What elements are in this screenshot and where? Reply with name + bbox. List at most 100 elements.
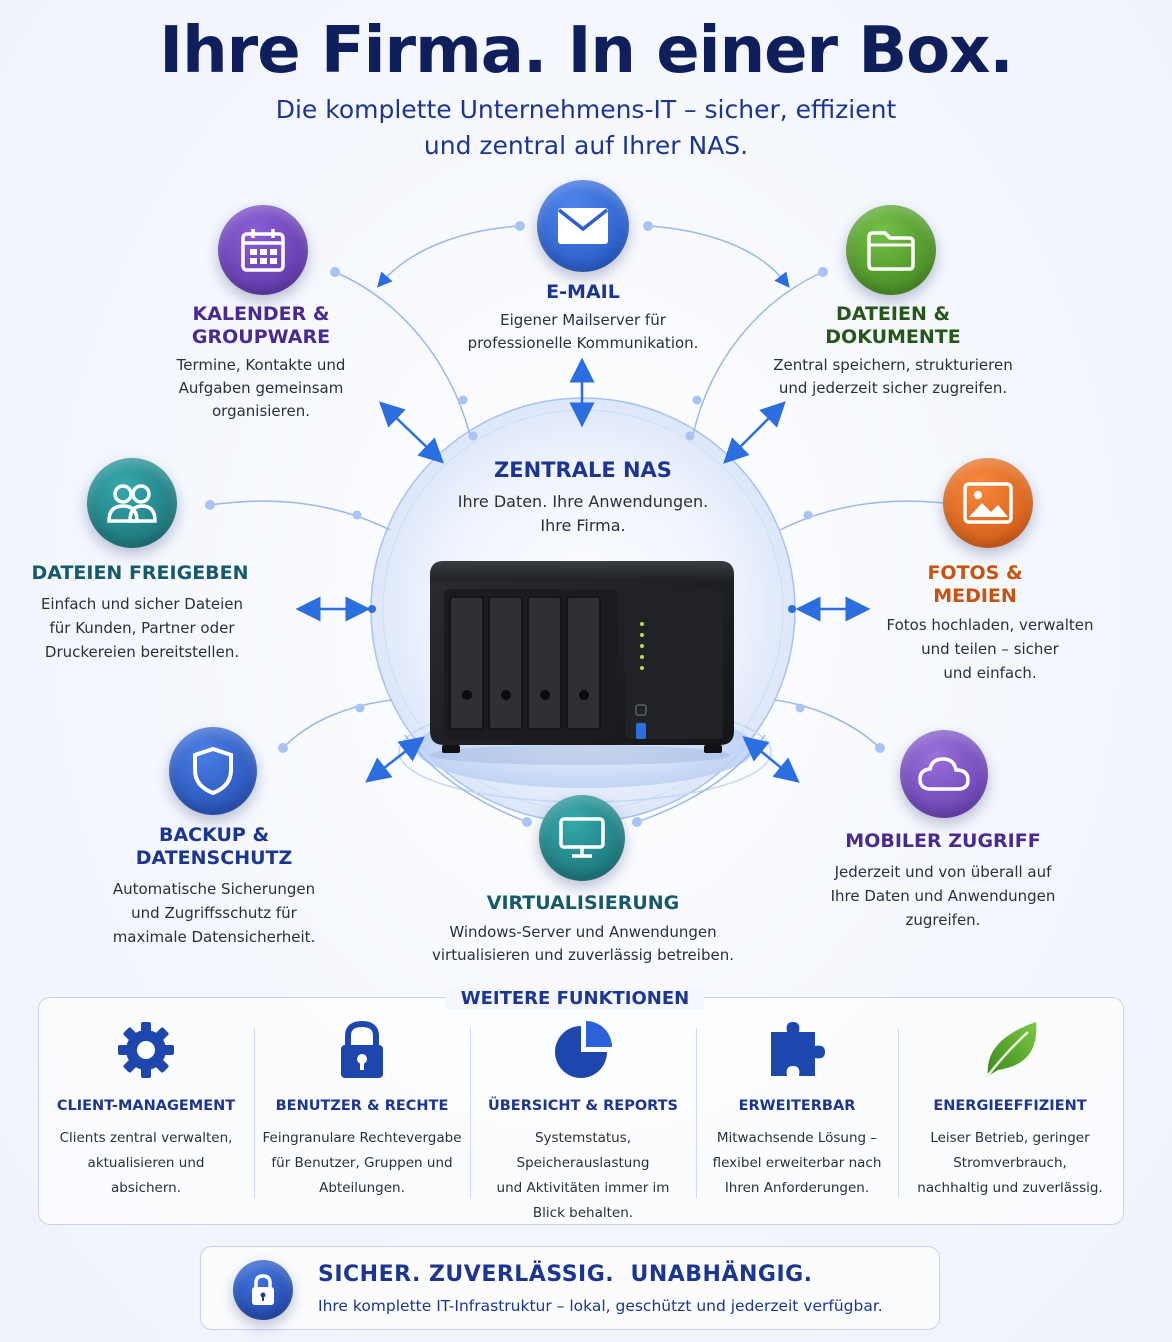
page-title: Ihre Firma. In einer Box. <box>159 14 1013 88</box>
weitere-item-title: BENUTZER & RECHTE <box>275 1098 449 1114</box>
email-title: E-MAIL <box>546 281 620 303</box>
weitere-item-title: ERWEITERBAR <box>738 1098 856 1114</box>
weitere-desc-line: Ihren Anforderungen. <box>724 1180 870 1196</box>
weitere-item-desc: Leiser Betrieb, geringer Stromverbrauch,… <box>899 1126 1121 1201</box>
backup-title-line-2: DATENSCHUTZ <box>135 847 293 869</box>
share-desc: Einfach und sicher Dateien für Kunden, P… <box>22 592 262 664</box>
weitere-item-title: ENERGIEEFFIZIENT <box>933 1098 1087 1114</box>
center-desc-line-2: Ihre Firma. <box>540 516 626 535</box>
weitere-desc-line: Leiser Betrieb, geringer <box>930 1130 1090 1146</box>
puzzle-icon <box>771 1022 825 1076</box>
footer-desc: Ihre komplette IT-Infrastruktur – lokal,… <box>318 1297 883 1315</box>
weitere-desc-line: Blick behalten. <box>532 1205 634 1221</box>
column-divider <box>696 1028 697 1198</box>
email-feature-icon <box>537 180 629 272</box>
photos-desc-line-3: und einfach. <box>943 664 1037 682</box>
calendar-title: KALENDER & GROUPWARE <box>151 303 371 349</box>
share-title: DATEIEN FREIGEBEN <box>31 562 249 584</box>
mobile-desc-line-2: Ihre Daten und Anwendungen <box>830 887 1056 905</box>
share-feature-icon <box>87 458 177 548</box>
footer-lock-badge <box>233 1260 293 1320</box>
weitere-item-desc: Systemstatus, Speicherauslastung und Akt… <box>471 1126 695 1226</box>
photos-desc: Fotos hochladen, verwalten und teilen – … <box>865 613 1115 685</box>
weitere-item-energieeffizient: ENERGIEEFFIZIENT Leiser Betrieb, geringe… <box>899 1018 1121 1208</box>
documents-title-line-2: DOKUMENTE <box>825 326 961 348</box>
backup-title-line-1: BACKUP & <box>158 824 270 846</box>
photos-desc-line-2: und teilen – sicher <box>921 640 1059 658</box>
documents-desc: Zentral speichern, strukturieren und jed… <box>758 354 1028 400</box>
pie-chart-icon <box>555 1021 612 1078</box>
documents-desc-line-2: und jederzeit sicher zugreifen. <box>778 379 1008 397</box>
virtualization-desc-line-1: Windows-Server und Anwendungen <box>449 923 717 941</box>
documents-desc-line-1: Zentral speichern, strukturieren <box>773 356 1013 374</box>
calendar-title-line-1: KALENDER & <box>192 303 330 325</box>
leaf-icon <box>985 1022 1037 1079</box>
virtualization-desc: Windows-Server und Anwendungen virtualis… <box>413 921 753 967</box>
weitere-item-benutzer-rechte: BENUTZER & RECHTE Feingranulare Rechteve… <box>255 1018 469 1208</box>
photos-title: FOTOS & MEDIEN <box>880 562 1070 608</box>
weitere-desc-line: für Benutzer, Gruppen und <box>271 1155 453 1171</box>
mail-icon <box>557 208 609 244</box>
column-divider <box>254 1028 255 1198</box>
backup-desc-line-3: maximale Datensicherheit. <box>112 928 316 946</box>
photos-feature-icon <box>943 458 1033 548</box>
weitere-desc-line: absichern. <box>110 1180 182 1196</box>
column-divider <box>898 1028 899 1198</box>
documents-title: DATEIEN & DOKUMENTE <box>783 303 1003 349</box>
mobile-feature-icon <box>900 730 988 818</box>
subtitle-line-1: Die komplette Unternehmens-IT – sicher, … <box>275 95 897 124</box>
virtualization-feature-icon <box>539 795 625 881</box>
photos-title-line-1: FOTOS & <box>927 562 1023 584</box>
folder-icon <box>867 231 915 271</box>
weitere-item-title: CLIENT-MANAGEMENT <box>56 1098 236 1114</box>
documents-title-line-1: DATEIEN & <box>835 303 951 325</box>
calendar-desc: Termine, Kontakte und Aufgaben gemeinsam… <box>136 354 386 423</box>
calendar-desc-line-1: Termine, Kontakte und <box>176 356 346 374</box>
page-subtitle: Die komplette Unternehmens-IT – sicher, … <box>186 92 986 164</box>
weitere-desc-line: flexibel erweiterbar nach <box>712 1155 882 1171</box>
mobile-desc-line-1: Jederzeit und von überall auf <box>834 863 1052 881</box>
footer-title: SICHER. ZUVERLÄSSIG. UNABHÄNGIG. <box>318 1262 813 1287</box>
lock-icon <box>252 1274 274 1305</box>
calendar-desc-line-3: organisieren. <box>211 402 311 420</box>
weitere-desc-line: aktualisieren und <box>87 1155 205 1171</box>
users-icon <box>107 484 157 523</box>
center-nas-title: ZENTRALE NAS <box>494 458 672 482</box>
weitere-desc-line: Abteilungen. <box>319 1180 405 1196</box>
virtualization-desc-line-2: virtualisieren und zuverlässig betreiben… <box>432 946 734 964</box>
share-desc-line-3: Druckereien bereitstellen. <box>44 643 240 661</box>
monitor-icon <box>559 817 605 858</box>
backup-desc: Automatische Sicherungen und Zugriffssch… <box>84 877 344 949</box>
share-desc-line-1: Einfach und sicher Dateien <box>40 595 244 613</box>
subtitle-line-2: und zentral auf Ihrer NAS. <box>423 131 749 160</box>
weitere-desc-line: Feingranulare Rechtevergabe <box>262 1130 462 1146</box>
documents-feature-icon <box>846 205 936 295</box>
weitere-item-desc: Mitwachsende Lösung – flexibel erweiterb… <box>697 1126 897 1201</box>
weitere-desc-line: Systemstatus, Speicherauslastung <box>516 1130 650 1171</box>
weitere-item-erweiterbar: ERWEITERBAR Mitwachsende Lösung – flexib… <box>697 1018 897 1208</box>
photos-desc-line-1: Fotos hochladen, verwalten <box>886 616 1094 634</box>
email-desc: Eigener Mailserver für professionelle Ko… <box>433 309 733 355</box>
weitere-funktionen-title: WEITERE FUNKTIONEN <box>446 988 704 1009</box>
backup-feature-icon <box>169 727 257 815</box>
column-divider <box>470 1028 471 1198</box>
nas-device-image <box>430 561 734 765</box>
photos-title-line-2: MEDIEN <box>933 585 1017 607</box>
email-desc-line-1: Eigener Mailserver für <box>500 311 666 329</box>
share-desc-line-2: für Kunden, Partner oder <box>49 619 235 637</box>
mobile-desc-line-3: zugreifen. <box>905 911 981 929</box>
gear-icon <box>118 1022 174 1078</box>
weitere-item-desc: Clients zentral verwalten, aktualisieren… <box>40 1126 252 1201</box>
image-icon <box>963 482 1013 524</box>
weitere-item-title: ÜBERSICHT & REPORTS <box>487 1098 678 1114</box>
mobile-title: MOBILER ZUGRIFF <box>845 830 1041 852</box>
virtualization-title: VIRTUALISIERUNG <box>486 892 680 914</box>
calendar-icon <box>241 229 285 272</box>
calendar-desc-line-2: Aufgaben gemeinsam <box>178 379 344 397</box>
weitere-item-client-management: CLIENT-MANAGEMENT Clients zentral verwal… <box>40 1018 252 1208</box>
footer-banner <box>200 1246 940 1330</box>
weitere-item-desc: Feingranulare Rechtevergabe für Benutzer… <box>255 1126 469 1201</box>
backup-title: BACKUP & DATENSCHUTZ <box>104 824 324 870</box>
backup-desc-line-2: und Zugriffsschutz für <box>131 904 297 922</box>
weitere-desc-line: Mitwachsende Lösung – <box>716 1130 878 1146</box>
